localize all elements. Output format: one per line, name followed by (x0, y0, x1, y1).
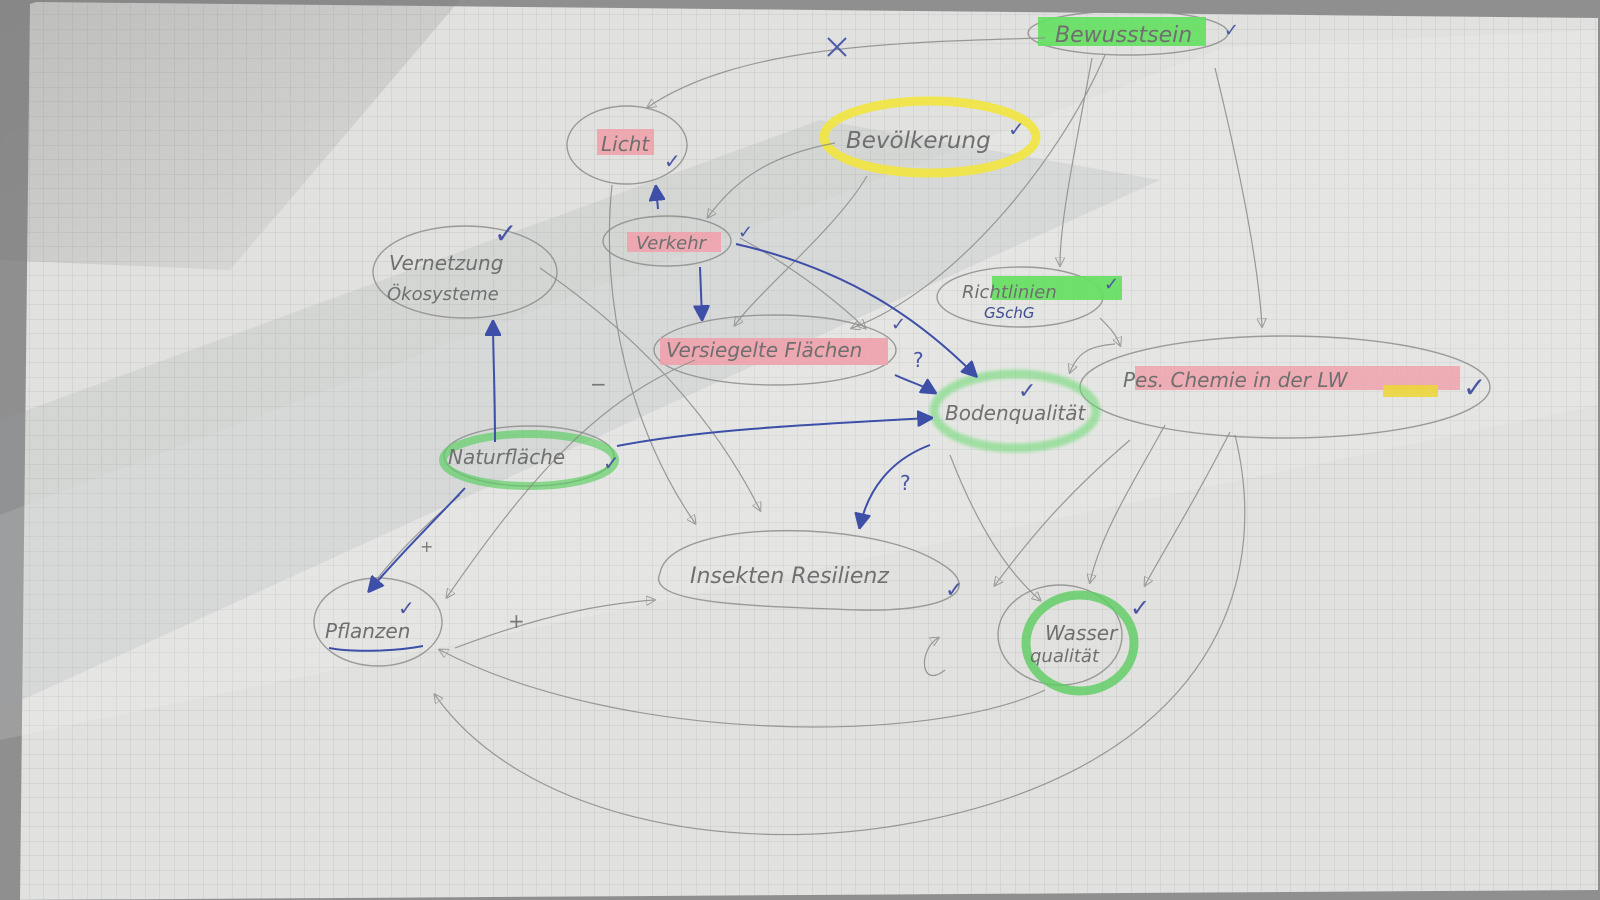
check-verkehr: ✓ (738, 222, 753, 243)
node-vernetzung-line1: Vernetzung (389, 251, 503, 275)
edge-pestizide-boden (1070, 343, 1116, 372)
edge-versiegelte-pflanzen (447, 359, 696, 597)
question-boden: ? (900, 471, 911, 495)
plus-pflanzen-insekten: + (508, 609, 525, 633)
question-versiegelte: ? (913, 348, 924, 372)
node-bewusstsein: Bewusstsein (1055, 23, 1192, 48)
highlight-lw-yellow (1383, 385, 1438, 397)
highlight-bewusstsein (1038, 17, 1206, 46)
edge-bewusstsein-pestizide (1214, 67, 1262, 326)
node-pestizide: Pes. Chemie in der LW (1123, 368, 1349, 392)
check-wasser: ✓ (1130, 594, 1150, 622)
highlight-bevoelkerung (819, 96, 1041, 178)
node-outline-verkehr (602, 215, 732, 267)
check-naturflaeche: ✓ (603, 451, 620, 475)
highlight-versiegelte (660, 338, 888, 365)
node-richtlinien-line1: Richtlinien (962, 282, 1057, 303)
check-richtlinien: ✓ (1104, 274, 1119, 295)
node-outline-bewusstsein (1027, 10, 1229, 56)
edge-bewusstsein-richtlinien (1060, 57, 1093, 265)
highlight-richtlinien (992, 276, 1122, 300)
edge-pestizide-insekten (995, 439, 1131, 585)
edge-pestizide-wasser-2 (1145, 431, 1231, 585)
node-pflanzen: Pflanzen (325, 619, 410, 643)
node-naturflaeche: Naturfläche (448, 445, 565, 469)
edge-verkehr-versiegelte-ink (700, 266, 702, 318)
check-licht: ✓ (664, 149, 681, 173)
check-bewusstsein: ✓ (1224, 20, 1239, 41)
cross-mark-top (827, 37, 847, 57)
edge-verkehr-versiegelte-grey (739, 237, 865, 328)
edge-versiegelte-boden-ink (894, 374, 934, 392)
edge-pestizide-wasser (1090, 424, 1166, 582)
check-pestizide: ✓ (1463, 371, 1486, 404)
check-bevoelkerung: ✓ (1008, 117, 1025, 141)
edge-naturflaeche-boden-ink (616, 418, 930, 447)
check-vernetzung: ✓ (494, 217, 517, 250)
edge-boden-insekten-ink (860, 444, 931, 526)
edge-pflanzen-insekten (454, 600, 654, 649)
node-outline-versiegelte (653, 314, 897, 386)
edge-wasser-pflanzen (440, 650, 1046, 728)
node-richtlinien-line2: GSchG (984, 304, 1035, 322)
node-wasser-line2: qualität (1030, 646, 1100, 667)
node-vernetzung-line2: Ökosysteme (387, 283, 499, 305)
edge-bevoelkerung-versiegelte (735, 175, 868, 325)
highlight-licht (597, 129, 654, 155)
shadow-band (0, 120, 1160, 710)
node-versiegelte: Versiegelte Flächen (666, 338, 862, 362)
edge-bewusstsein-licht (648, 37, 1046, 107)
node-insekten: Insekten Resilienz (690, 564, 889, 589)
shadow-left (0, 0, 460, 270)
node-bevoelkerung: Bevölkerung (846, 128, 991, 154)
plus-naturflaeche-pflanzen: + (420, 537, 433, 556)
edge-naturflaeche-pflanzen-ink (370, 487, 466, 590)
edge-verkehr-boden-ink (735, 243, 975, 375)
node-bodenqualitaet: Bodenqualität (945, 401, 1086, 425)
check-versiegelte: ✓ (891, 314, 906, 335)
edge-wasser-loop (924, 638, 946, 677)
node-outline-insekten (657, 529, 960, 611)
edge-naturflaeche-vernetzung-ink (493, 323, 495, 443)
node-outline-vernetzung (372, 225, 558, 319)
check-pflanzen: ✓ (398, 596, 415, 620)
minus-versiegelte-naturflaeche: − (590, 372, 607, 396)
check-insekten: ✓ (945, 578, 963, 603)
highlight-bodenqualitaet (929, 369, 1101, 453)
highlight-verkehr (627, 232, 721, 252)
node-verkehr: Verkehr (636, 233, 708, 254)
check-bodenqualitaet: ✓ (1018, 379, 1036, 404)
edge-boden-wasser (949, 454, 1040, 600)
edge-licht-insekten (608, 184, 695, 523)
pflanzen-underline (328, 645, 424, 652)
edge-richtlinien-pestizide (1099, 317, 1120, 345)
edge-pestizide-pflanzen (435, 434, 1246, 836)
node-wasser-line1: Wasser (1045, 621, 1119, 645)
edge-verkehr-licht-ink (656, 188, 658, 210)
highlight-wasserqualitaet (1021, 590, 1139, 696)
edge-bevoelkerung-verkehr (708, 142, 836, 217)
highlight-naturflaeche (439, 430, 619, 490)
node-licht: Licht (601, 132, 650, 156)
node-outline-licht (566, 105, 688, 185)
grid-lines (20, 2, 1598, 900)
